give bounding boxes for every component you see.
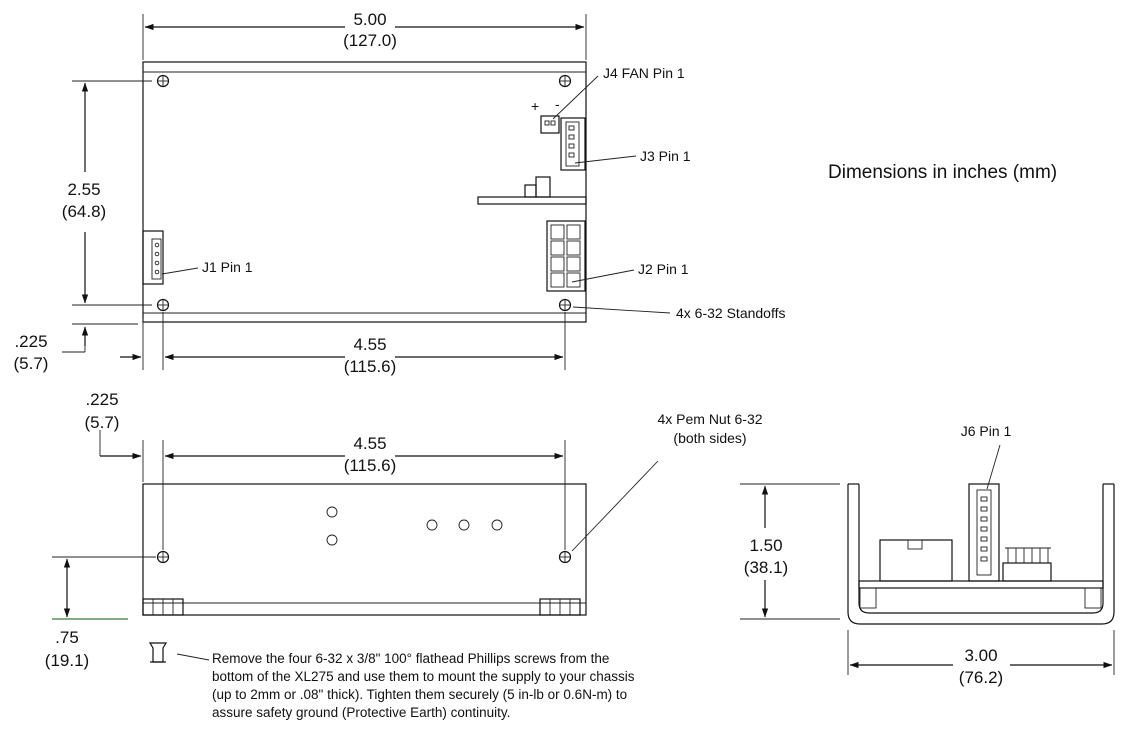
top-view bbox=[62, 14, 671, 370]
j2-label: J2 Pin 1 bbox=[638, 261, 689, 277]
end-component-block bbox=[879, 539, 953, 582]
side-span-mm-label: (115.6) bbox=[344, 456, 397, 475]
screw-note-line4: assure safety ground (Protective Earth) … bbox=[212, 705, 510, 720]
flathead-screw-icon bbox=[148, 642, 168, 663]
j4-plus-label: + bbox=[531, 98, 539, 114]
side-view bbox=[52, 430, 659, 663]
offset-v-mm-label: (5.7) bbox=[14, 354, 49, 373]
side-pem-right bbox=[558, 550, 572, 564]
side-foot-left bbox=[142, 598, 184, 616]
side-vent-holes bbox=[326, 506, 503, 546]
j3-leader bbox=[574, 155, 637, 164]
screw-note-leader bbox=[176, 653, 210, 661]
top-span-in-label: 4.55 bbox=[353, 335, 386, 354]
internal-bracket bbox=[477, 176, 587, 205]
end-channel-inner bbox=[858, 484, 1104, 614]
end-small-connector bbox=[1002, 547, 1052, 582]
end-pcb bbox=[858, 580, 1104, 589]
side-chassis-outline bbox=[142, 483, 587, 616]
side-height-in-label: .75 bbox=[55, 628, 79, 647]
side-span-in-label: 4.55 bbox=[353, 434, 386, 453]
j6-connector bbox=[968, 483, 1000, 582]
screw-note-line1: Remove the four 6-32 x 3/8" 100° flathea… bbox=[212, 651, 609, 666]
units-note: Dimensions in inches (mm) bbox=[828, 162, 1057, 183]
top-hole-bl bbox=[156, 298, 170, 312]
j4-label: J4 FAN Pin 1 bbox=[603, 65, 685, 81]
j6-label: J6 Pin 1 bbox=[961, 423, 1012, 439]
end-view bbox=[740, 444, 1115, 675]
end-foot-left bbox=[859, 587, 877, 609]
height-mm-label: (64.8) bbox=[62, 202, 106, 221]
j2-connector bbox=[546, 220, 586, 292]
j4-minus-label: - bbox=[555, 96, 560, 112]
side-pem-left bbox=[156, 550, 170, 564]
height-in-label: 2.55 bbox=[67, 180, 100, 199]
end-foot-right bbox=[1084, 587, 1102, 609]
top-hole-br bbox=[558, 298, 572, 312]
pem-label-line2: (both sides) bbox=[673, 430, 746, 446]
labels: 5.00 (127.0) 2.55 (64.8) .225 (5.7) 4.55… bbox=[14, 10, 1058, 720]
j1-leader bbox=[161, 267, 199, 275]
j1-connector bbox=[142, 230, 164, 285]
top-hole-tr bbox=[558, 74, 572, 88]
end-height-mm-label: (38.1) bbox=[744, 558, 788, 577]
j3-label: J3 Pin 1 bbox=[640, 148, 691, 164]
offset-h-in-label: .225 bbox=[85, 390, 118, 409]
offset-v-in-label: .225 bbox=[14, 332, 47, 351]
screw-note-line3: (up to 2mm or .08" thick). Tighten them … bbox=[212, 687, 627, 702]
j2-leader bbox=[571, 269, 635, 283]
j4-connector bbox=[540, 115, 560, 134]
end-width-mm-label: (76.2) bbox=[959, 668, 1003, 687]
j3-connector bbox=[560, 117, 586, 171]
width-in-label: 5.00 bbox=[353, 10, 386, 29]
top-board-outline bbox=[142, 61, 587, 323]
standoffs-label: 4x 6-32 Standoffs bbox=[676, 305, 785, 321]
j1-label: J1 Pin 1 bbox=[202, 259, 253, 275]
end-width-in-label: 3.00 bbox=[964, 646, 997, 665]
screw-note-line2: bottom of the XL275 and use them to moun… bbox=[212, 669, 635, 684]
end-channel-outer bbox=[847, 484, 1115, 625]
pem-leader bbox=[571, 460, 659, 552]
side-height-mm-label: (19.1) bbox=[45, 651, 89, 670]
standoffs-leader bbox=[572, 306, 671, 314]
top-hole-tl bbox=[156, 74, 170, 88]
top-span-mm-label: (115.6) bbox=[344, 357, 397, 376]
offset-h-mm-label: (5.7) bbox=[85, 413, 120, 432]
j6-leader bbox=[986, 444, 1001, 490]
j4-leader bbox=[552, 75, 599, 120]
width-mm-label: (127.0) bbox=[343, 31, 397, 50]
end-height-in-label: 1.50 bbox=[749, 536, 782, 555]
side-foot-right bbox=[539, 598, 581, 616]
pem-label-line1: 4x Pem Nut 6-32 bbox=[657, 411, 762, 427]
